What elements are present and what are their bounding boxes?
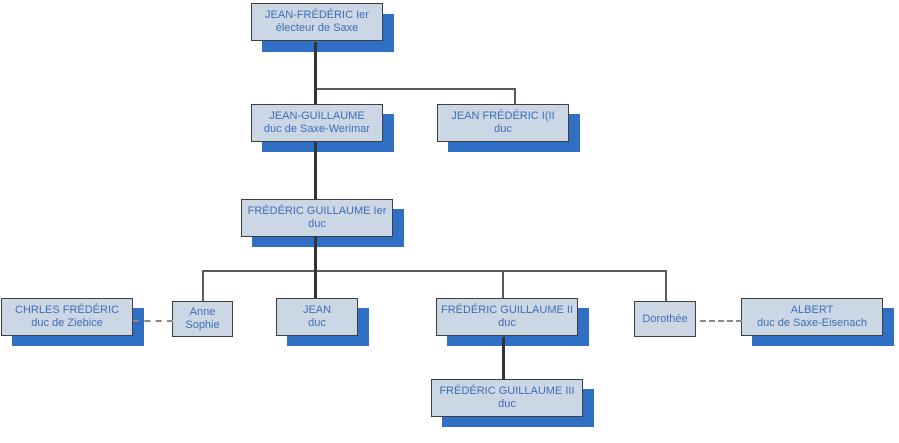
node-label-line2: duc [308, 218, 326, 230]
connector-trunk-row3 [314, 237, 317, 271]
connector-drop-frederic-guillaume-ii [502, 270, 504, 301]
marriage-line-charles-anne [133, 320, 173, 322]
node-label-line2: Sophie [185, 319, 220, 331]
connector-sibling-bar-row4 [202, 270, 667, 272]
connector-trunk-row1 [314, 42, 317, 89]
connector-drop-jean-frederic-i [514, 88, 516, 114]
node-label-line2: duc [498, 398, 516, 410]
node-dorothee[interactable]: Dorothée [634, 301, 696, 337]
connector-drop-jean [314, 270, 317, 301]
node-jean-frederic-i[interactable]: JEAN FRÉDÉRIC I(II duc [437, 104, 569, 142]
node-label-line2: duc [494, 123, 512, 135]
connector-jean-guillaume-to-fg1 [314, 142, 317, 209]
connector-fg2-to-fg3 [502, 337, 505, 382]
node-jean-guillaume[interactable]: JEAN-GUILLAUME duc de Saxe-Werimar [251, 104, 383, 142]
connector-drop-jean-guillaume [314, 88, 317, 114]
node-frederic-guillaume-iii[interactable]: FRÉDÉRIC GUILLAUME III duc [431, 379, 583, 417]
connector-drop-dorothee [665, 270, 667, 301]
node-charles-frederic[interactable]: CHRLES FRÉDÉRIC duc de Ziebice [1, 298, 133, 336]
node-jean[interactable]: JEAN duc [276, 298, 358, 336]
node-label-line1: JEAN-GUILLAUME [269, 110, 365, 122]
node-label-line2: duc de Saxe-Eisenach [756, 317, 868, 329]
node-anne-sophie[interactable]: Anne Sophie [172, 301, 233, 337]
node-label-line2: duc [498, 317, 516, 329]
node-label-line2: électeur de Saxe [275, 22, 359, 34]
node-label-line1: JEAN [302, 304, 332, 316]
node-label-line2: duc de Ziebice [31, 317, 103, 329]
node-label-line2: duc de Saxe-Werimar [263, 123, 371, 135]
marriage-line-dorothee-albert [700, 320, 742, 322]
node-frederic-guillaume-ii[interactable]: FRÉDÉRIC GUILLAUME II duc [436, 298, 578, 336]
node-label-line1: Anne [189, 306, 216, 318]
node-label-line1: ALBERT [790, 304, 834, 316]
node-jean-frederic-ier[interactable]: JEAN-FRÉDÉRIC Ier électeur de Saxe [251, 3, 383, 41]
node-label-line1: FRÉDÉRIC GUILLAUME II [440, 304, 574, 316]
node-label-line1: FRÉDÉRIC GUILLAUME Ier [247, 205, 387, 217]
node-albert[interactable]: ALBERT duc de Saxe-Eisenach [741, 298, 883, 336]
node-label-line2: duc [308, 317, 326, 329]
node-frederic-guillaume-ier[interactable]: FRÉDÉRIC GUILLAUME Ier duc [241, 199, 393, 237]
node-label-line1: FRÉDÉRIC GUILLAUME III [439, 385, 575, 397]
connector-drop-anne-sophie [202, 270, 204, 301]
node-label-line1: JEAN FRÉDÉRIC I(II [451, 110, 555, 122]
node-label-line1: Dorothée [642, 312, 688, 325]
node-label-line1: CHRLES FRÉDÉRIC [15, 304, 119, 316]
node-label-line1: JEAN-FRÉDÉRIC Ier [265, 9, 369, 21]
connector-sibling-bar-row2 [314, 88, 516, 90]
